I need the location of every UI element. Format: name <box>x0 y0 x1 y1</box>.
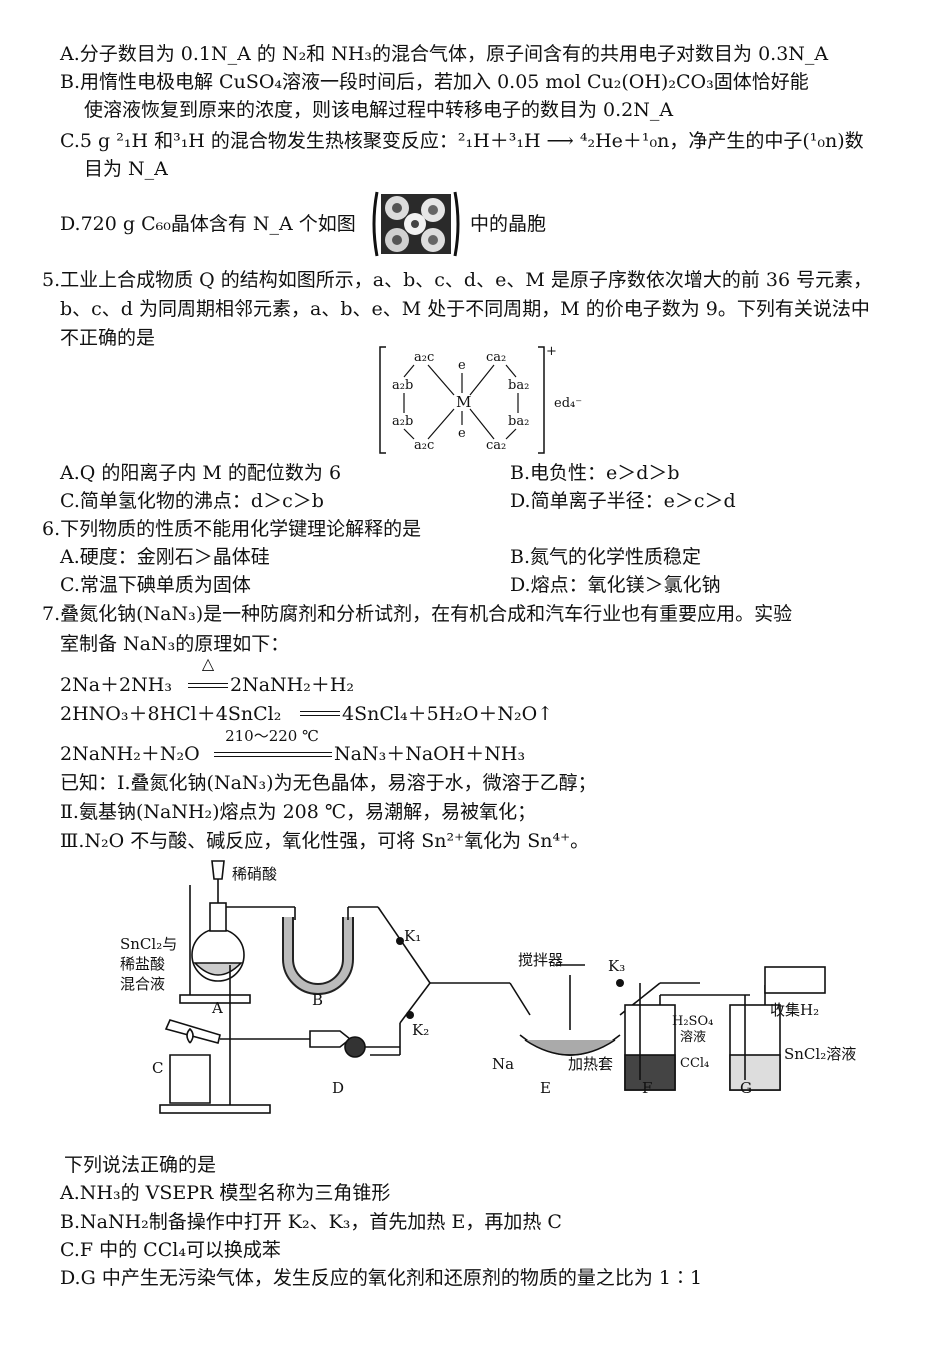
struct-a2c-bottom: a₂c <box>414 438 434 453</box>
q7-stem-line2: 室制备 NaN₃的原理如下： <box>60 633 290 655</box>
label-collect-h2: 收集H₂ <box>770 1001 819 1019</box>
label-k3: K₃ <box>608 957 625 975</box>
struct-a2c-top: a₂c <box>414 350 434 365</box>
label-b: B <box>312 991 323 1009</box>
eq2-right: 4SnCl₄＋5H₂O＋N₂O↑ <box>342 703 554 725</box>
q5-stem-line3: 不正确的是 <box>60 327 156 349</box>
label-h2so4: H₂SO₄ <box>672 1014 713 1029</box>
label-e: E <box>540 1079 551 1097</box>
label-k2: K₂ <box>412 1021 429 1039</box>
q5-option-b: B.电负性：e＞d＞b <box>510 462 680 484</box>
eq2-left: 2HNO₃＋8HCl＋4SnCl₂ <box>60 703 282 725</box>
eq1-right: 2NaNH₂＋H₂ <box>230 674 355 696</box>
q5-stem-line2: b、c、d 为同周期相邻元素，a、b、e、M 处于不同周期，M 的价电子数为 9… <box>60 298 870 320</box>
struct-ba2-upper: ba₂ <box>508 378 529 393</box>
label-a: A <box>211 999 223 1017</box>
valve-k2-icon[interactable] <box>406 1011 414 1019</box>
q4-option-d-pre: D.720 g C₆₀晶体含有 N_A 个如图 <box>60 213 356 235</box>
struct-a2b-lower: a₂b <box>392 414 413 429</box>
struct-ba2-lower: ba₂ <box>508 414 529 429</box>
struct-ca2-top: ca₂ <box>486 350 506 365</box>
q7-option-c: C.F 中的 CCl₄可以换成苯 <box>60 1239 281 1261</box>
q7-option-a: A.NH₃的 VSEPR 模型名称为三角锥形 <box>60 1182 391 1204</box>
eq3-condition: 210～220 ℃ <box>225 727 319 745</box>
q7-known-3: Ⅲ.N₂O 不与酸、碱反应，氧化性强，可将 Sn²⁺氧化为 Sn⁴⁺。 <box>60 830 590 852</box>
eq3-equals-sign <box>214 752 332 757</box>
eq3-right: NaN₃＋NaOH＋NH₃ <box>334 743 526 765</box>
label-heating-mantle: 加热套 <box>568 1055 613 1073</box>
q6-stem: 6.下列物质的性质不能用化学键理论解释的是 <box>42 518 422 540</box>
q4-option-a: A.分子数目为 0.1N_A 的 N₂和 NH₃的混合气体，原子间含有的共用电子… <box>60 43 829 65</box>
label-stirrer: 搅拌器 <box>518 951 563 969</box>
q4-option-b-line1: B.用惰性电极电解 CuSO₄溶液一段时间后，若加入 0.05 mol Cu₂(… <box>60 71 809 93</box>
q4-option-c-line2: 目为 N_A <box>84 158 168 180</box>
label-mix-line2: 稀盐酸 <box>120 955 165 973</box>
valve-k3-icon[interactable] <box>616 979 624 987</box>
label-f: F <box>642 1079 652 1097</box>
struct-ca2-bottom: ca₂ <box>486 438 506 453</box>
q7-known-2: Ⅱ.氨基钠(NaNH₂)熔点为 208 ℃，易潮解，易被氧化； <box>60 801 537 823</box>
label-ccl4: CCl₄ <box>680 1056 709 1071</box>
struct-charge: + <box>546 345 557 359</box>
q5-structure-diagram: a₂c ca₂ e a₂b ba₂ M a₂b ba₂ e a₂c ca₂ + … <box>379 345 582 454</box>
label-mix-line3: 混合液 <box>120 975 165 993</box>
label-g: G <box>740 1079 752 1097</box>
q5-option-c: C.简单氢化物的沸点：d＞c＞b <box>60 490 324 512</box>
label-c: C <box>152 1059 163 1077</box>
struct-e-top: e <box>458 358 466 373</box>
q6-option-d: D.熔点：氧化镁＞氯化钠 <box>510 574 721 596</box>
struct-metal-m: M <box>456 393 471 411</box>
q7-known-1: 已知：Ⅰ.叠氮化钠(NaN₃)为无色晶体，易溶于水，微溶于乙醇； <box>60 772 597 794</box>
eq1-condition: △ <box>201 654 215 673</box>
label-d: D <box>332 1079 344 1097</box>
label-dilute-nitric-acid: 稀硝酸 <box>232 865 277 883</box>
q5-option-a: A.Q 的阳离子内 M 的配位数为 6 <box>60 462 342 484</box>
label-sncl2-solution: SnCl₂溶液 <box>784 1045 856 1063</box>
q4-option-b-line2: 使溶液恢复到原来的浓度，则该电解过程中转移电子的数目为 0.2N_A <box>84 99 674 121</box>
label-h2so4-solution: 溶液 <box>680 1030 706 1045</box>
valve-k1-icon[interactable] <box>396 937 404 945</box>
eq1-equals-sign <box>188 683 228 688</box>
struct-a2b-upper: a₂b <box>392 378 413 393</box>
label-mix-line1: SnCl₂与 <box>120 935 177 953</box>
q7-option-b: B.NaNH₂制备操作中打开 K₂、K₃，首先加热 E，再加热 C <box>60 1211 562 1233</box>
q6-option-a: A.硬度：金刚石＞晶体硅 <box>60 546 270 568</box>
struct-e-bottom: e <box>458 426 466 441</box>
apparatus-diagram: 稀硝酸 SnCl₂与 稀盐酸 混合液 A B C D E F G K₁ K₂ K… <box>120 860 856 1114</box>
q4-option-d-post: 中的晶胞 <box>470 213 547 235</box>
q7-ask: 下列说法正确的是 <box>64 1154 217 1176</box>
eq1-left: 2Na＋2NH₃ <box>60 674 172 696</box>
c60-unit-cell-image <box>372 191 460 257</box>
q5-stem-line1: 5.工业上合成物质 Q 的结构如图所示，a、b、c、d、e、M 是原子序数依次增… <box>42 269 873 291</box>
q7-stem-line1: 7.叠氮化钠(NaN₃)是一种防腐剂和分析试剂，在有机合成和汽车行业也有重要应用… <box>42 603 793 625</box>
eq2-equals-sign <box>300 711 340 716</box>
q7-option-d: D.G 中产生无污染气体，发生反应的氧化剂和还原剂的物质的量之比为 1∶1 <box>60 1267 703 1289</box>
eq3-left: 2NaNH₂＋N₂O <box>60 743 200 765</box>
q4-option-c-line1: C.5 g ²₁H 和³₁H 的混合物发生热核聚变反应：²₁H＋³₁H ⟶ ⁴₂… <box>60 130 864 152</box>
q6-option-c: C.常温下碘单质为固体 <box>60 574 251 596</box>
q5-option-d: D.简单离子半径：e＞c＞d <box>510 490 736 512</box>
label-sodium: Na <box>492 1055 514 1073</box>
struct-anion: ed₄⁻ <box>554 396 582 411</box>
q6-option-b: B.氮气的化学性质稳定 <box>510 546 702 568</box>
label-k1: K₁ <box>404 927 421 945</box>
